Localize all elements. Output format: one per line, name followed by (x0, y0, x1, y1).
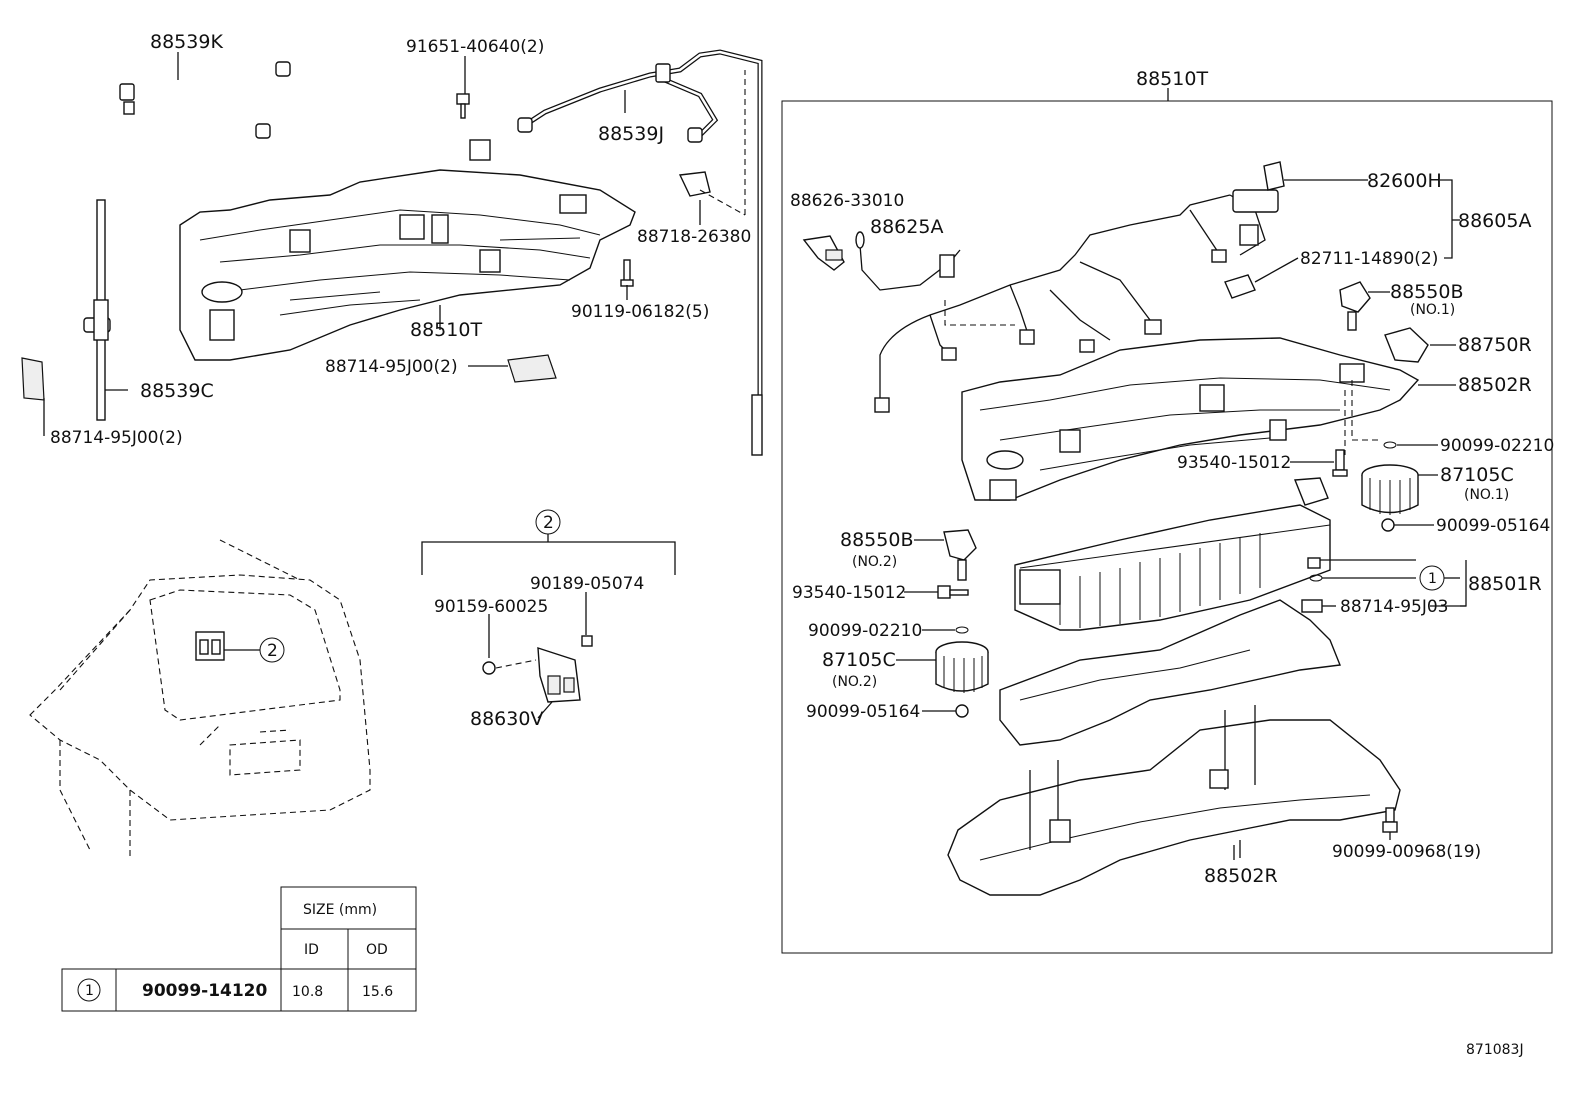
clip-88718 (678, 70, 746, 216)
case-middle-plate (999, 599, 1341, 746)
label-88750r: 88750R (1458, 334, 1532, 356)
label-88510t-left: 88510T (410, 319, 482, 341)
bolt-91651 (456, 93, 470, 119)
assembly-box-88510t (781, 88, 1553, 954)
label-88714-95j03: 88714-95J03 (1340, 597, 1449, 617)
nut-90099-05164-left (922, 704, 969, 718)
label-88550b-no1: 88550B (1390, 281, 1463, 303)
table-row-od: 15.6 (362, 984, 393, 1000)
gasket-90099-02210-left (922, 626, 969, 634)
label-88539j: 88539J (598, 123, 664, 145)
label-90099-02210-right: 90099-02210 (1440, 436, 1554, 456)
harness-88605a (874, 189, 1279, 413)
label-88539c: 88539C (140, 380, 214, 402)
label-88714-95j00-mid: 88714-95J00(2) (325, 357, 458, 377)
label-88714-95j00-left: 88714-95J00(2) (50, 428, 183, 448)
label-no2-a: (NO.2) (852, 554, 897, 570)
hose-88539j (517, 49, 763, 456)
label-88625a: 88625A (870, 216, 943, 238)
screw-93540-left (904, 585, 969, 599)
labels: 88539K 91651-40640(2) 88539J 88718-26380… (50, 31, 1554, 1058)
motor-87105c-no2 (896, 641, 989, 693)
gasket-90099-02210-right (1383, 441, 1438, 449)
screw-90119 (620, 259, 634, 287)
leaders-right (1233, 179, 1466, 860)
label-93540-15012-left: 93540-15012 (792, 583, 906, 603)
label-88502r-top: 88502R (1458, 374, 1532, 396)
clip-82711 (1224, 257, 1299, 299)
sensor-88626 (802, 235, 845, 271)
sensor-88625a (855, 231, 961, 291)
diagram-reference: 871083J (1466, 1042, 1524, 1058)
label-no2-b: (NO.2) (832, 674, 877, 690)
label-88630v: 88630V (470, 708, 543, 730)
clip-88714-mid (507, 354, 557, 383)
label-87105c-no2: 87105C (822, 649, 896, 671)
label-88539k: 88539K (150, 31, 223, 53)
leaders-left-top (43, 52, 701, 436)
vehicle-outline (29, 539, 371, 860)
label-93540-15012-right: 93540-15012 (1177, 453, 1291, 473)
hose-88539c (83, 199, 111, 421)
label-90119-06182: 90119-06182(5) (571, 302, 709, 322)
hose-88539k (46, 61, 291, 395)
label-87105c-no1: 87105C (1440, 464, 1514, 486)
table-row-id: 10.8 (292, 984, 323, 1000)
table-row-part: 90099-14120 (142, 981, 268, 1001)
label-90099-02210-left: 90099-02210 (808, 621, 922, 641)
case-88502r-lower (947, 705, 1401, 896)
connector-82600h (1263, 161, 1368, 191)
callout-2-group: 2 (543, 513, 554, 533)
actuator-88550b-no2 (914, 529, 977, 581)
label-90099-05164-right: 90099-05164 (1436, 516, 1550, 536)
clip-88714-left (21, 357, 45, 401)
label-88502r-bottom: 88502R (1204, 865, 1278, 887)
group-2-bracket (421, 509, 676, 719)
table-row-callout: 1 (85, 983, 94, 999)
evaporator-88501r (1014, 477, 1467, 631)
nut-90099-05164-right (1381, 518, 1434, 532)
label-88626-33010: 88626-33010 (790, 191, 904, 211)
dashed-guides-right (1344, 380, 1380, 455)
table-size-header: SIZE (mm) (303, 902, 377, 918)
label-90159-60025: 90159-60025 (434, 597, 548, 617)
label-90099-05164-left: 90099-05164 (806, 702, 920, 722)
label-90189-05074: 90189-05074 (530, 574, 644, 594)
label-88605a: 88605A (1458, 210, 1531, 232)
size-table-text: SIZE (mm) ID OD 1 90099-14120 10.8 15.6 (85, 902, 393, 1001)
sensor-88750r (1384, 327, 1456, 363)
motor-87105c-no1 (1361, 464, 1438, 515)
unit-88510t-left (179, 139, 636, 361)
label-88510t-box: 88510T (1136, 68, 1208, 90)
table-od-header: OD (366, 942, 388, 958)
label-no1-a: (NO.1) (1410, 302, 1455, 318)
label-no1-b: (NO.1) (1464, 487, 1509, 503)
callout-1-marker: 1 (1428, 571, 1437, 587)
table-id-header: ID (304, 942, 319, 958)
label-88718-26380: 88718-26380 (637, 227, 751, 247)
screw-93540-right (1290, 449, 1348, 477)
callout-2-vehicle: 2 (267, 641, 278, 661)
actuator-88550b-no1 (1339, 281, 1390, 331)
label-88550b-no2: 88550B (840, 529, 913, 551)
size-table (61, 886, 417, 1012)
screw-90099-00968 (1382, 807, 1398, 840)
label-88501r: 88501R (1468, 573, 1542, 595)
label-82711-14890: 82711-14890(2) (1300, 249, 1438, 269)
case-88502r-upper (961, 337, 1456, 501)
label-91651-40640: 91651-40640(2) (406, 37, 544, 57)
label-82600h: 82600H (1367, 170, 1442, 192)
label-90099-00968: 90099-00968(19) (1332, 842, 1481, 862)
